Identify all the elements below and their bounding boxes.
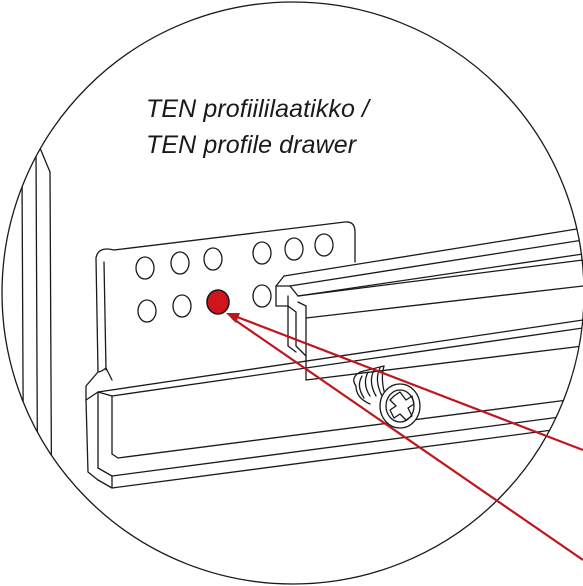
mounting-holes-bottom-row bbox=[137, 284, 272, 323]
mounting-holes-top-row bbox=[135, 233, 334, 280]
pointer-arrows bbox=[231, 313, 583, 561]
front-mounting-plate bbox=[85, 221, 356, 401]
arrow-heads bbox=[226, 313, 240, 323]
upper-profile-rail bbox=[275, 227, 583, 381]
lower-runner-profile bbox=[85, 319, 583, 489]
highlighted-hole bbox=[206, 289, 230, 315]
pointer-arrow-lower bbox=[231, 317, 583, 561]
phillips-screw-icon bbox=[353, 365, 421, 429]
pointer-arrow-upper bbox=[231, 313, 583, 452]
caption-line-english: TEN profile drawer bbox=[146, 131, 357, 159]
caption-line-finnish: TEN profiililaatikko / bbox=[146, 95, 370, 123]
